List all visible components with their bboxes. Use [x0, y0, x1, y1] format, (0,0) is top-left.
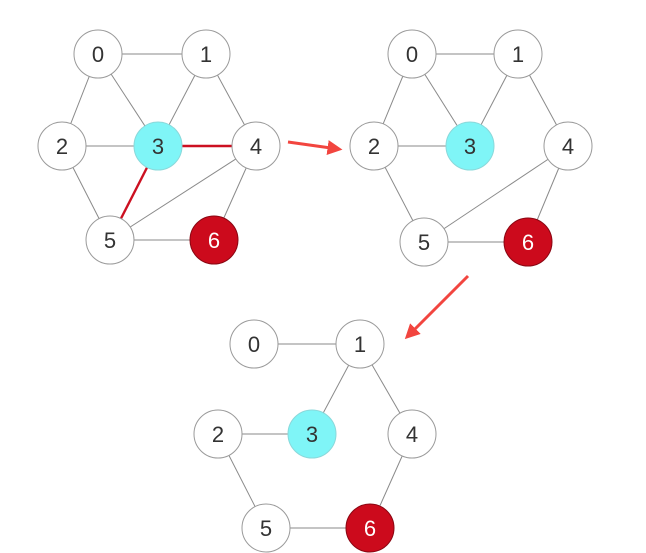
- graph-step-2: 0 1 2 3 4 5 6: [193, 319, 437, 553]
- node-label: 2: [212, 422, 224, 447]
- node-0: 0: [229, 319, 279, 369]
- node-label: 2: [56, 134, 68, 159]
- node-circle: [231, 121, 281, 171]
- node-3: 3: [133, 121, 183, 171]
- node-circle: [503, 217, 553, 267]
- node-label: 2: [368, 134, 380, 159]
- node-label: 4: [562, 134, 574, 159]
- node-0: 0: [73, 29, 123, 79]
- node-6: 6: [503, 217, 553, 267]
- arrow-right: [287, 140, 343, 155]
- nodes: 0 1 2 3 4 5 6: [349, 29, 593, 267]
- node-2: 2: [37, 121, 87, 171]
- node-5: 5: [85, 215, 135, 265]
- nodes: 0 1 2 3 4 5 6: [37, 29, 281, 265]
- node-2: 2: [193, 409, 243, 459]
- edge-4-5: [109, 145, 257, 241]
- node-circle: [543, 121, 593, 171]
- node-circle: [189, 215, 239, 265]
- node-label: 0: [248, 332, 260, 357]
- node-label: 4: [406, 422, 418, 447]
- node-label: 0: [92, 42, 104, 67]
- node-1: 1: [493, 29, 543, 79]
- node-label: 5: [104, 228, 116, 253]
- node-circle: [335, 319, 385, 369]
- node-label: 1: [354, 332, 366, 357]
- node-label: 5: [418, 230, 430, 255]
- node-circle: [345, 503, 395, 553]
- node-circle: [287, 409, 337, 459]
- node-5: 5: [399, 217, 449, 267]
- nodes: 0 1 2 3 4 5 6: [193, 319, 437, 553]
- arrows: [287, 140, 470, 340]
- node-label: 4: [250, 134, 262, 159]
- node-0: 0: [387, 29, 437, 79]
- node-circle: [399, 217, 449, 267]
- node-5: 5: [241, 503, 291, 553]
- node-3: 3: [287, 409, 337, 459]
- node-circle: [387, 409, 437, 459]
- node-label: 6: [522, 230, 534, 255]
- node-circle: [133, 121, 183, 171]
- node-6: 6: [189, 215, 239, 265]
- node-6: 6: [345, 503, 395, 553]
- node-circle: [241, 503, 291, 553]
- node-circle: [73, 29, 123, 79]
- node-circle: [349, 121, 399, 171]
- graphs: 0 1 2 3 4 5 6 0 1 2 3 4 5 6 0 1 2 3 4 5 6: [37, 29, 593, 553]
- node-circle: [181, 29, 231, 79]
- node-label: 0: [406, 42, 418, 67]
- node-label: 1: [200, 42, 212, 67]
- arrow-down-left: [404, 274, 470, 340]
- node-3: 3: [445, 121, 495, 171]
- node-circle: [445, 121, 495, 171]
- node-label: 3: [464, 134, 476, 159]
- node-label: 1: [512, 42, 524, 67]
- node-label: 6: [364, 516, 376, 541]
- graph-step-1: 0 1 2 3 4 5 6: [349, 29, 593, 267]
- node-label: 3: [306, 422, 318, 447]
- node-circle: [37, 121, 87, 171]
- node-circle: [85, 215, 135, 265]
- node-2: 2: [349, 121, 399, 171]
- node-circle: [387, 29, 437, 79]
- node-1: 1: [335, 319, 385, 369]
- node-circle: [493, 29, 543, 79]
- node-circle: [193, 409, 243, 459]
- node-circle: [229, 319, 279, 369]
- node-4: 4: [231, 121, 281, 171]
- edge-4-5: [423, 145, 569, 243]
- node-label: 5: [260, 516, 272, 541]
- node-1: 1: [181, 29, 231, 79]
- node-label: 3: [152, 134, 164, 159]
- node-4: 4: [387, 409, 437, 459]
- node-4: 4: [543, 121, 593, 171]
- graph-original: 0 1 2 3 4 5 6: [37, 29, 281, 265]
- node-label: 6: [208, 228, 220, 253]
